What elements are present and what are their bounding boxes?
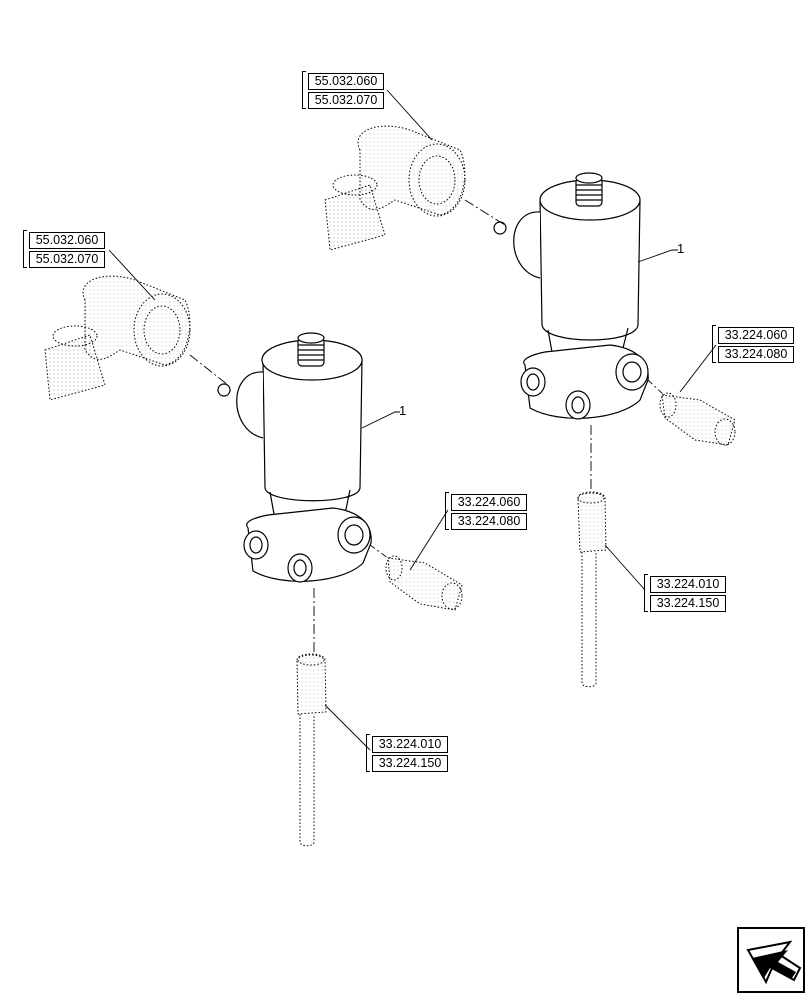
ref-label-a[interactable]: 55.032.060 55.032.070 xyxy=(302,71,386,111)
ref-label-e[interactable]: 33.224.010 33.224.150 xyxy=(644,574,728,614)
ref-label-c[interactable]: 33.224.060 33.224.080 xyxy=(712,325,796,365)
ref-bracket xyxy=(23,230,27,268)
valve-assembly-upper xyxy=(493,172,649,420)
arrow-icon[interactable] xyxy=(737,927,805,993)
ref-bracket xyxy=(302,71,306,109)
elbow-connector-lower xyxy=(44,275,191,401)
fitting-upper xyxy=(659,392,736,446)
ref-top: 33.224.060 xyxy=(718,327,794,344)
ref-top: 33.224.060 xyxy=(451,494,527,511)
ref-top: 55.032.060 xyxy=(29,232,105,249)
ref-top: 33.224.010 xyxy=(650,576,726,593)
leader-lines xyxy=(108,89,717,751)
tube-lower xyxy=(296,653,327,847)
ref-top: 55.032.060 xyxy=(308,73,384,90)
fitting-lower xyxy=(385,555,463,611)
valve-assembly-lower xyxy=(217,332,372,583)
ref-bottom: 33.224.080 xyxy=(718,346,794,363)
callout-valve-lower: 1 xyxy=(399,403,407,418)
ref-bottom: 33.224.080 xyxy=(451,513,527,530)
ref-bracket xyxy=(445,492,449,530)
ref-label-b[interactable]: 55.032.060 55.032.070 xyxy=(23,230,107,270)
tube-upper xyxy=(577,491,607,688)
ref-bottom: 33.224.150 xyxy=(372,755,448,772)
ref-bracket xyxy=(644,574,648,612)
elbow-connector-upper xyxy=(324,125,466,251)
ref-label-d[interactable]: 33.224.060 33.224.080 xyxy=(445,492,529,532)
ref-bottom: 55.032.070 xyxy=(29,251,105,268)
ref-bracket xyxy=(712,325,716,363)
ref-bottom: 33.224.150 xyxy=(650,595,726,612)
ref-bracket xyxy=(366,734,370,772)
ref-bottom: 55.032.070 xyxy=(308,92,384,109)
ref-label-f[interactable]: 33.224.010 33.224.150 xyxy=(366,734,450,774)
callout-valve-upper: 1 xyxy=(677,241,685,256)
ref-top: 33.224.010 xyxy=(372,736,448,753)
